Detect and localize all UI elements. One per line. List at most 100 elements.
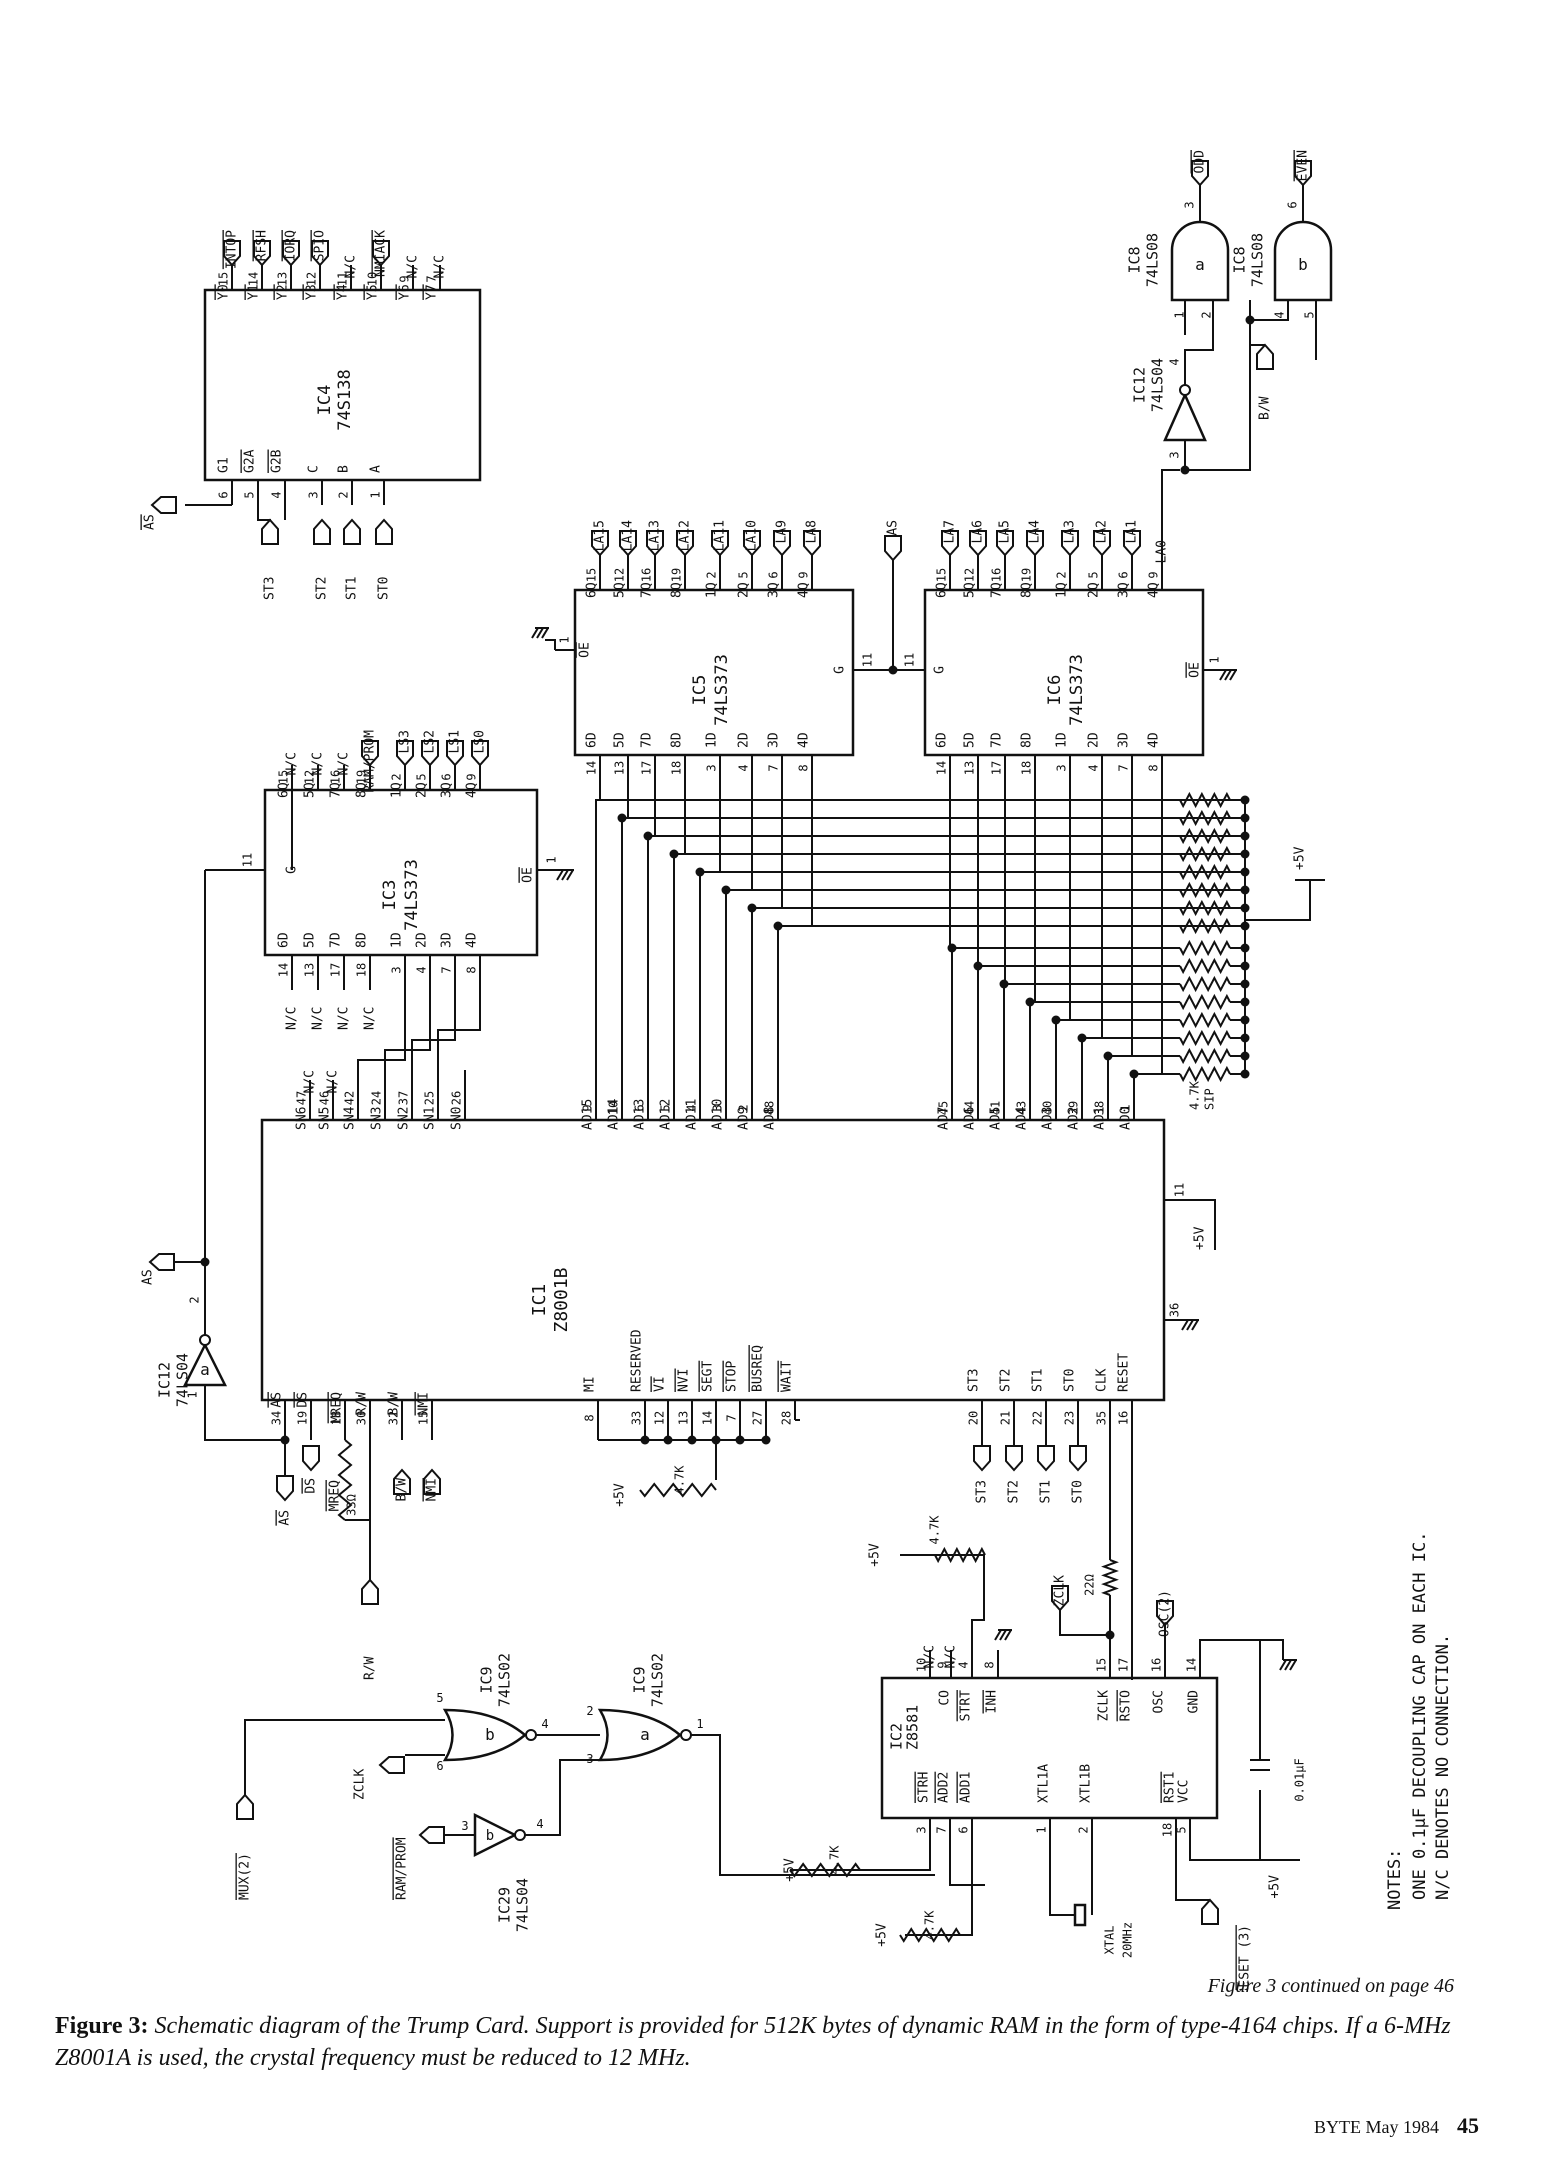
ic3-d-name: 8D: [355, 932, 370, 948]
mux-flag: [236, 1793, 254, 1820]
st-label: ST0: [377, 577, 392, 600]
xtal-freq: 20MHz: [1121, 1922, 1135, 1958]
ic5-part: 74LS373: [712, 654, 732, 726]
ic5-ref: IC5: [690, 675, 710, 706]
ic2-left-name: VCC: [1177, 1780, 1192, 1803]
ic1-adh-name: AD15: [581, 1099, 596, 1130]
ic3-q-name: 2Q: [415, 782, 430, 798]
ic3-d-pin: 8: [465, 966, 479, 973]
as-label: AS: [143, 514, 158, 530]
ic1-adl-name: AD1: [1093, 1107, 1108, 1130]
ground-hatch: [999, 1629, 1007, 1641]
ic3-d-name: 4D: [465, 932, 480, 948]
rw-flag: [361, 1578, 379, 1605]
ds-flag: [302, 1445, 320, 1472]
ic8a-gate-letter: a: [1195, 255, 1205, 274]
nc-label: N/C: [433, 255, 448, 278]
ic4-output-name: Y3: [305, 284, 320, 300]
ic6-oe-pin: 1: [1208, 656, 1222, 663]
ic2-left-name: RST1: [1163, 1772, 1178, 1803]
ic1-st-pin: 23: [1063, 1411, 1077, 1425]
ic3-q-pin: 16: [329, 770, 343, 784]
ic4-output-pin: 11: [336, 272, 350, 286]
st-out-label: ST0: [1071, 1480, 1086, 1503]
ic1-sn-pin: 46: [318, 1091, 332, 1105]
ground-hatch: [1191, 1319, 1199, 1331]
ic1-adh-pin: 4: [685, 1104, 699, 1111]
misc-r-label: 4.7K: [673, 1465, 687, 1495]
ground-hatch: [1219, 669, 1227, 681]
ic12a-buffer: [182, 1342, 228, 1387]
ic5-q-pin: 15: [585, 568, 599, 582]
ic6-q-flag: [941, 530, 959, 557]
ic4-output-name: Y0: [217, 284, 232, 300]
ic8b-ref: IC8: [1231, 246, 1249, 273]
ic3-d-pin: 3: [390, 966, 404, 973]
ic5-g-name: G: [833, 666, 848, 674]
ic6-q-net: LA6: [971, 520, 986, 543]
ic9b-letter: b: [485, 1725, 495, 1744]
ic6-q-net: LA3: [1063, 520, 1078, 543]
ic5-q-name: 8Q: [670, 582, 685, 598]
misc-5v-label: +5V: [613, 1483, 628, 1507]
ic29b-out: [525, 1759, 600, 1836]
ic4-input-name: A: [369, 465, 384, 473]
ic6-q-name: 5Q: [963, 582, 978, 598]
ic1-st-name: ST0: [1063, 1369, 1078, 1392]
ic29b-inverter: [473, 1812, 518, 1858]
ic6-d-pin: 7: [1117, 764, 1131, 771]
ic8b-gate: [1273, 220, 1333, 302]
ic9b-pin: 5: [436, 1691, 443, 1705]
ic9a-gate: [597, 1708, 682, 1762]
ic6-d-name: 4D: [1147, 732, 1162, 748]
figure-caption: Figure 3: Schematic diagram of the Trump…: [55, 2010, 1495, 2074]
ic8b-in-a: [1249, 300, 1289, 321]
ds-label: DS: [304, 1478, 319, 1494]
ic3-oe-pin: 1: [545, 856, 559, 863]
ic12b-out: [1184, 310, 1214, 385]
sip-resistor: [1179, 899, 1231, 917]
ic2-part: Z8581: [904, 1705, 922, 1750]
ic1-misc-pin: 7: [725, 1414, 739, 1421]
ic4-output-name: Y6: [398, 284, 413, 300]
ic3-q-name: 3Q: [440, 782, 455, 798]
ic3-q-pin: 12: [303, 770, 317, 784]
ic2-right-name: STRT: [959, 1690, 974, 1721]
st-flag: [375, 518, 393, 545]
ic1-misc-name: WAIT: [780, 1361, 795, 1392]
ic6-q-flag: [1093, 530, 1111, 557]
ic6-q-name: 3Q: [1117, 582, 1132, 598]
osc-label: OSC(2): [1158, 1590, 1173, 1637]
ic6-d-pin: 18: [1020, 761, 1034, 775]
ic1-adl-pin: 39: [1067, 1101, 1081, 1115]
ic8a-pin: 3: [1183, 201, 1197, 208]
ic1-st-name: ST2: [999, 1369, 1014, 1392]
st-label: ST1: [345, 577, 360, 600]
ic1-adl-pin: 44: [963, 1101, 977, 1115]
ground-hatch: [556, 869, 564, 881]
ground-hatch: [536, 627, 544, 639]
ground-hatch: [541, 627, 549, 639]
ic5-d-pin: 3: [705, 764, 719, 771]
zclk-in-flag: [378, 1756, 405, 1774]
bw-in-label: B/W: [1258, 396, 1273, 420]
ic5-q-name: 6Q: [585, 582, 600, 598]
xtal-body: [1073, 1903, 1087, 1927]
ic5-oe-name: OE: [578, 642, 593, 658]
ic6-q-name: 1Q: [1055, 582, 1070, 598]
ic8b-pin: 6: [1286, 201, 1300, 208]
ic4-output-pin: 10: [366, 272, 380, 286]
ic9b-pin: 6: [436, 1759, 443, 1773]
ic5-q-name: 1Q: [705, 582, 720, 598]
ic4-ref: IC4: [315, 385, 335, 416]
ic3-q-net: RAM/PROM: [363, 730, 378, 793]
ic1-adh-pin: 10: [607, 1101, 621, 1115]
ic2-right-name: CO: [938, 1690, 953, 1706]
st-flag: [313, 518, 331, 545]
ic5-d-name: 2D: [737, 732, 752, 748]
ic6-q-pin: 5: [1087, 571, 1101, 578]
ic6-q-pin: 9: [1147, 571, 1161, 578]
nc-label: N/C: [337, 752, 352, 775]
ic5-d-pin: 7: [767, 764, 781, 771]
